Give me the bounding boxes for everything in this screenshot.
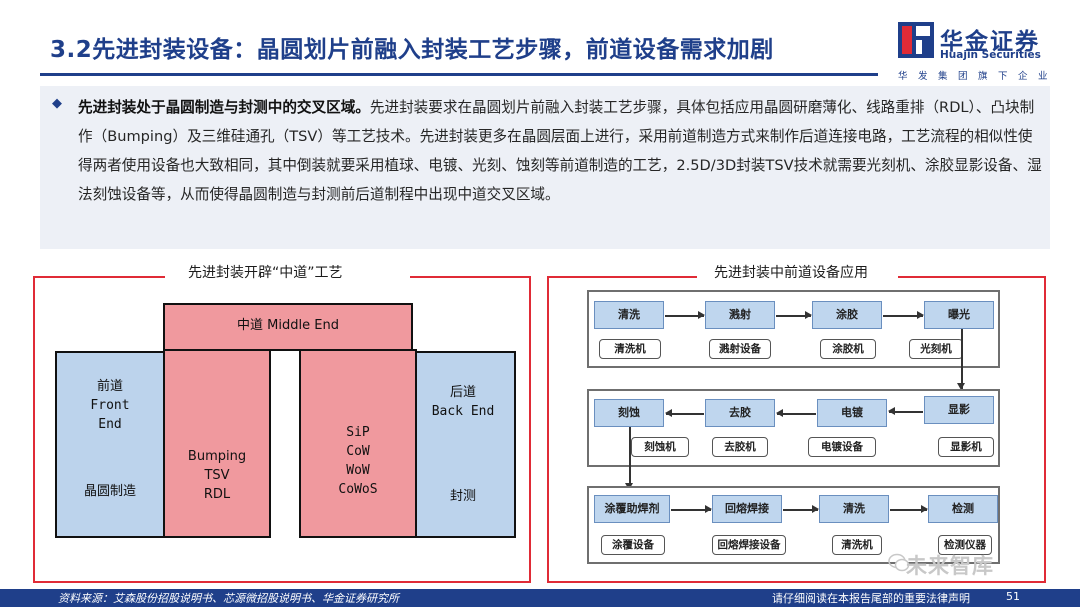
wechat-icon [888, 553, 910, 572]
equip-tag: 检测仪器 [938, 535, 992, 555]
flow-arrow [783, 506, 819, 512]
middle-end-top-block: 中道 Middle End [163, 303, 413, 351]
page-title: 3.2先进封装设备：晶圆划片前融入封装工艺步骤，前道设备需求加剧 [50, 37, 774, 63]
equip-tag: 涂覆设备 [601, 535, 665, 555]
summary-body: 先进封装要求在晶圆划片前融入封装工艺步骤，具体包括应用晶圆研磨薄化、线路重排（R… [78, 99, 1042, 203]
footer-bar: 资料来源：艾森股份招股说明书、芯源微招股说明书、华金证券研究所 请仔细阅读在本报… [0, 589, 1080, 607]
summary-text: 先进封装处于晶圆制造与封测中的交叉区域。先进封装要求在晶圆划片前融入封装工艺步骤… [78, 93, 1044, 209]
equip-tag: 电镀设备 [808, 437, 876, 457]
huajin-logo-icon [898, 22, 934, 58]
step-flux: 涂覆助焊剂 [594, 495, 670, 523]
flow-arrow [890, 506, 928, 512]
left-panel-top-border-a [33, 276, 165, 278]
flow-arrow [883, 312, 924, 318]
title-divider [40, 73, 878, 76]
equip-tag: 溅射设备 [709, 339, 771, 359]
logo-name-cn: 华金证券 [940, 29, 1040, 55]
middle-left-1: Bumping [187, 449, 247, 464]
back-end-cn: 后道 [449, 385, 476, 400]
step-etch: 刻蚀 [594, 399, 664, 427]
logo-name-en: Huajin Securities [940, 49, 1041, 61]
step-inspect: 检测 [928, 495, 998, 523]
step-coat: 涂胶 [812, 301, 882, 329]
footer-disclaimer: 请仔细阅读在本报告尾部的重要法律声明 [772, 592, 970, 605]
middle-right-3: WoW [346, 463, 370, 478]
front-end-en-2: End [98, 417, 122, 432]
flow-arrow-down [626, 427, 632, 490]
step-plate: 电镀 [817, 399, 887, 427]
front-end-block: 前道 Front End 晶圆制造 [55, 351, 165, 538]
logo-subtitle: 华发集团旗下企业 [898, 71, 1059, 82]
company-logo: 华金证券 Huajin Securities 华发集团旗下企业 [898, 20, 1058, 82]
flow-arrow [665, 312, 705, 318]
back-end-en: Back End [431, 404, 495, 419]
back-end-sub: 封测 [449, 489, 476, 504]
flow-arrow [776, 312, 812, 318]
step-develop: 显影 [924, 396, 994, 424]
diamond-bullet-icon: ◆ [52, 96, 62, 111]
step-strip: 去胶 [705, 399, 775, 427]
right-panel-top-border-a [547, 276, 697, 278]
front-end-en-1: Front [90, 398, 130, 413]
front-end-sub: 晶圆制造 [83, 484, 136, 499]
equip-tag: 清洗机 [599, 339, 661, 359]
middle-end-right-block: SiP CoW WoW CoWoS [299, 349, 417, 538]
equip-tag: 回熔焊接设备 [712, 535, 786, 555]
middle-right-2: CoW [346, 444, 370, 459]
step-clean-2: 清洗 [819, 495, 889, 523]
page-number: 51 [1006, 590, 1020, 603]
footer-source: 资料来源：艾森股份招股说明书、芯源微招股说明书、华金证券研究所 [58, 592, 399, 605]
step-expose: 曝光 [924, 301, 994, 329]
step-reflow: 回熔焊接 [712, 495, 782, 523]
equip-tag: 刻蚀机 [631, 437, 689, 457]
middle-right-4: CoWoS [338, 482, 378, 497]
flow-arrow [671, 506, 712, 512]
right-panel-top-border-b [898, 276, 1046, 278]
left-panel-top-border-b [410, 276, 531, 278]
middle-right-1: SiP [346, 425, 370, 440]
left-panel-title: 先进封装开辟“中道”工艺 [188, 265, 343, 281]
flow-arrow [665, 410, 704, 416]
front-end-cn: 前道 [96, 379, 123, 394]
middle-left-2: TSV [204, 468, 230, 483]
right-panel-title: 先进封装中前道设备应用 [714, 265, 868, 281]
middle-end-left-block: Bumping TSV RDL [163, 349, 271, 538]
summary-box: ◆ 先进封装处于晶圆制造与封测中的交叉区域。先进封装要求在晶圆划片前融入封装工艺… [40, 86, 1050, 249]
back-end-block: 后道 Back End 封测 [410, 351, 516, 538]
equip-tag: 清洗机 [832, 535, 882, 555]
equip-tag: 去胶机 [712, 437, 768, 457]
equip-tag: 光刻机 [909, 339, 963, 359]
flow-arrow [776, 410, 816, 416]
step-clean: 清洗 [594, 301, 664, 329]
equip-tag: 涂胶机 [820, 339, 876, 359]
flow-arrow-down [958, 329, 964, 390]
watermark: 未来智库 [906, 554, 994, 578]
equip-tag: 显影机 [938, 437, 994, 457]
step-sputter: 溅射 [705, 301, 775, 329]
flow-arrow [888, 408, 923, 414]
middle-left-3: RDL [203, 487, 231, 502]
summary-lead: 先进封装处于晶圆制造与封测中的交叉区域。 [78, 99, 370, 116]
middle-end-label: 中道 Middle End [237, 318, 339, 333]
